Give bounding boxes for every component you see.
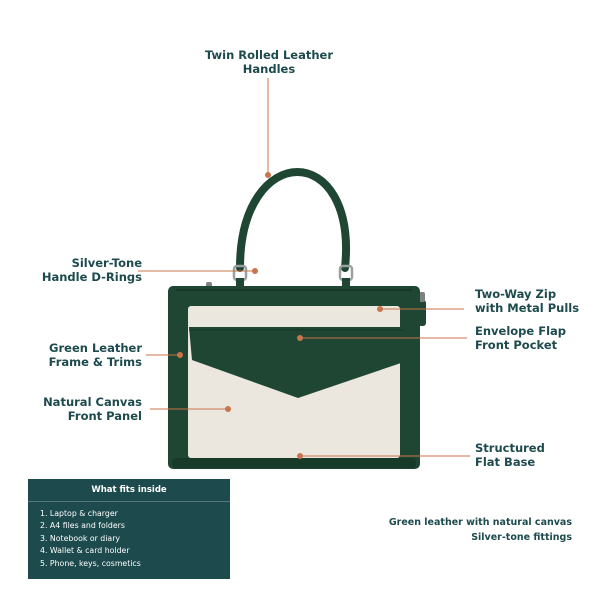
bag-handle: [236, 168, 350, 272]
callout-handles: Twin Rolled Leather Handles: [204, 48, 334, 76]
dot-drings: [252, 268, 258, 274]
callout-canvas: Natural Canvas Front Panel: [43, 395, 142, 423]
callout-flap: Envelope Flap Front Pocket: [475, 324, 567, 352]
envelope-flap: [189, 327, 404, 398]
list-item: 3. Notebook or diary: [40, 533, 121, 543]
list-item: 1. Laptop & charger: [40, 509, 118, 518]
fits-inside-list: 1. Laptop & charger 2. A4 files and fold…: [28, 502, 230, 570]
dot-handles: [265, 172, 271, 178]
bag-base: [172, 458, 416, 468]
dot-frame: [177, 352, 183, 358]
materials-note: Green leather with natural canvas Silver…: [389, 515, 572, 545]
materials-note-line1: Green leather with natural canvas: [388, 517, 572, 528]
callout-drings: Silver-Tone Handle D-Rings: [41, 256, 142, 284]
callout-frame: Green Leather Frame & Trims: [48, 341, 142, 369]
dot-zip: [377, 306, 383, 312]
dot-flap: [297, 335, 303, 341]
dot-base: [297, 453, 303, 459]
fits-inside-title: What fits inside: [28, 479, 230, 502]
callout-zip: Two-Way Zip with Metal Pulls: [475, 287, 580, 315]
list-item: 4. Wallet & card holder: [40, 546, 130, 556]
dot-canvas: [225, 406, 231, 412]
callout-base: Structured Flat Base: [475, 441, 545, 469]
fits-inside-box: What fits inside 1. Laptop & charger 2. …: [28, 479, 230, 579]
materials-note-line2: Silver-tone fittings: [471, 532, 572, 543]
list-item: 2. A4 files and folders: [40, 521, 125, 531]
list-item: 5. Phone, keys, cosmetics: [40, 558, 141, 568]
